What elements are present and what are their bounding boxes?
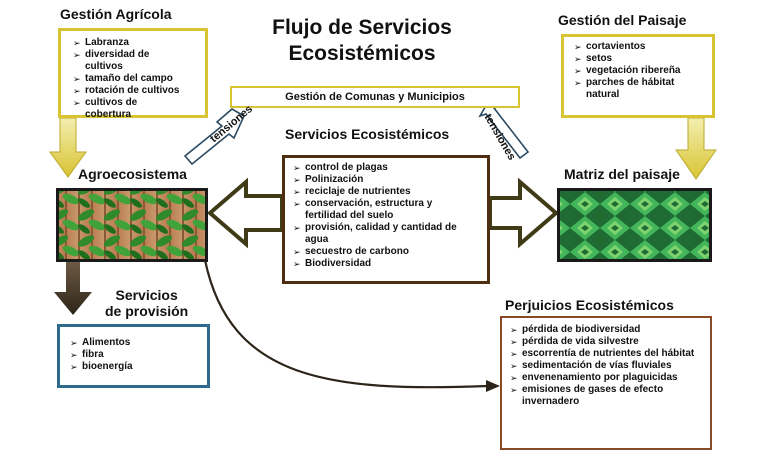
list-item: escorrentía de nutrientes del hábitat: [510, 348, 700, 360]
matrix-landscape-image: [559, 190, 710, 260]
perjuicios-list: pérdida de biodiversidad pérdida de vida…: [510, 324, 700, 408]
list-item: vegetación ribereña: [574, 65, 694, 77]
services-arrow-left: [206, 177, 284, 249]
agro-crop-image: [58, 190, 206, 260]
list-item: Alimentos: [70, 337, 190, 349]
provision-list: Alimentos fibra bioenergía: [70, 337, 190, 373]
list-item: bioenergía: [70, 361, 190, 373]
list-item: diversidad de cultivos: [73, 49, 183, 73]
list-item: conservación, estructura y fertilidad de…: [293, 198, 461, 222]
list-item: pérdida de vida silvestre: [510, 336, 700, 348]
list-item: control de plagas: [293, 162, 461, 174]
list-item: Labranza: [73, 37, 183, 49]
list-item: setos: [574, 53, 694, 65]
servicios-heading: Servicios Ecosistémicos: [285, 126, 450, 142]
agroecosistema-box: [56, 188, 208, 262]
list-item: reciclaje de nutrientes: [293, 186, 461, 198]
list-item: secuestro de carbono: [293, 246, 461, 258]
perjuicios-heading: Perjuicios Ecosistémicos: [505, 297, 674, 313]
gestion-paisaje-box: cortavientos setos vegetación ribereña p…: [561, 34, 715, 118]
perjuicios-box: pérdida de biodiversidad pérdida de vida…: [500, 316, 712, 450]
servicios-list: control de plagas Polinización reciclaje…: [293, 162, 461, 270]
gestion-agricola-heading: Gestión Agrícola: [60, 6, 172, 22]
diagram-title-line2: Ecosistémicos: [288, 42, 436, 65]
list-item: cortavientos: [574, 41, 694, 53]
gestion-paisaje-heading: Gestión del Paisaje: [558, 12, 687, 28]
list-item: fibra: [70, 349, 190, 361]
perjuicios-curve: [203, 259, 489, 389]
list-item: cultivos de cobertura: [73, 97, 183, 121]
servicios-box: control de plagas Polinización reciclaje…: [282, 155, 490, 284]
gold-arrow-right: [675, 117, 717, 180]
provision-heading-line1: Servicios: [115, 287, 178, 303]
matriz-label: Matriz del paisaje: [564, 166, 680, 182]
list-item: emisiones de gases de efecto invernadero: [510, 384, 700, 408]
diagram-title-line1: Flujo de Servicios: [272, 16, 452, 39]
list-item: pérdida de biodiversidad: [510, 324, 700, 336]
services-arrow-right: [488, 177, 560, 249]
list-item: tamaño del campo: [73, 73, 183, 85]
list-item: parches de hábitat natural: [574, 77, 694, 101]
list-item: Polinización: [293, 174, 461, 186]
matriz-box: [557, 188, 712, 262]
gold-arrow-left: [49, 117, 87, 178]
provision-arrow: [54, 262, 92, 315]
tension-arrow-left: [183, 108, 246, 166]
list-item: provisión, calidad y cantidad de agua: [293, 222, 461, 246]
comunas-box: Gestión de Comunas y Municipios: [230, 86, 520, 108]
list-item: Biodiversidad: [293, 258, 461, 270]
comunas-label: Gestión de Comunas y Municipios: [285, 91, 465, 103]
gestion-paisaje-list: cortavientos setos vegetación ribereña p…: [574, 41, 694, 101]
provision-box: Alimentos fibra bioenergía: [57, 324, 210, 388]
provision-heading-line2: de provisión: [105, 303, 189, 319]
list-item: envenenamiento por plaguicidas: [510, 372, 700, 384]
diagram-title: Flujo de Servicios Ecosistémicos: [262, 15, 462, 67]
agroecosistema-label: Agroecosistema: [78, 166, 187, 182]
list-item: sedimentación de vías fluviales: [510, 360, 700, 372]
list-item: rotación de cultivos: [73, 85, 183, 97]
gestion-agricola-list: Labranza diversidad de cultivos tamaño d…: [73, 37, 183, 121]
gestion-agricola-box: Labranza diversidad de cultivos tamaño d…: [58, 28, 208, 121]
perjuicios-curve-head: [486, 380, 500, 392]
provision-heading: Servicios de provisión: [105, 287, 188, 319]
